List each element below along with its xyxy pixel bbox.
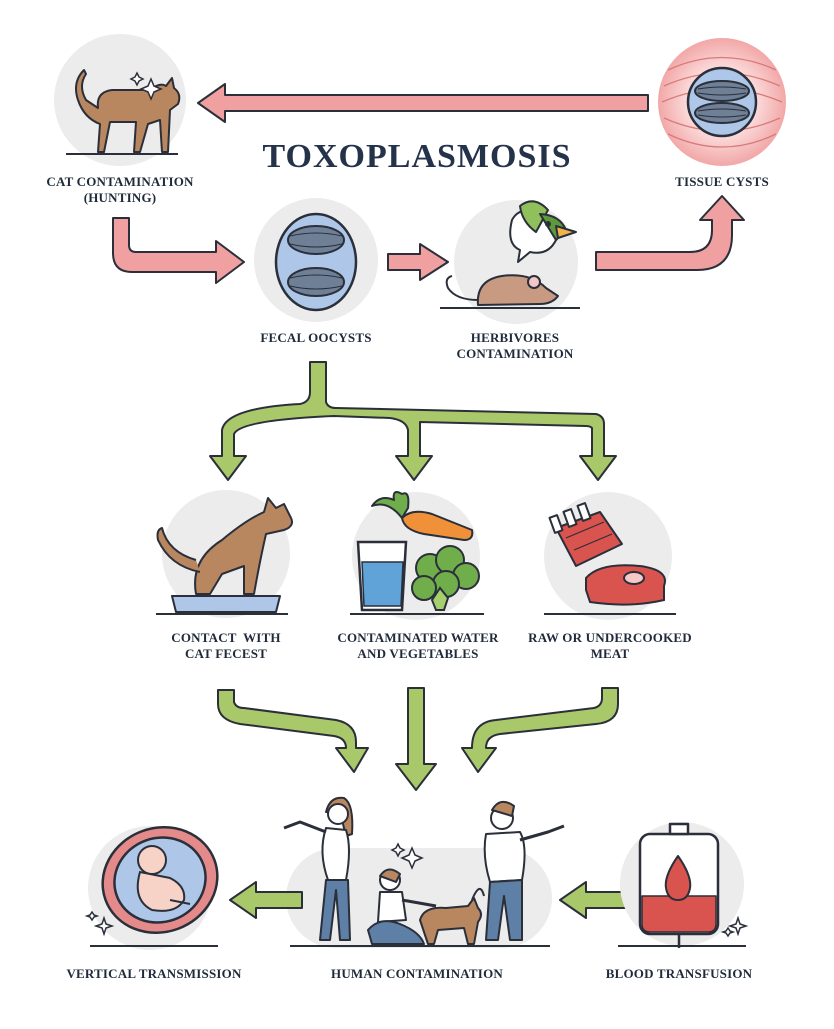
blood-bag-icon bbox=[638, 822, 720, 948]
blood-node bbox=[618, 822, 749, 948]
sparkle-icon bbox=[390, 842, 424, 870]
green-converge-arrows bbox=[217, 687, 619, 791]
label-cat-hunting: CAT CONTAMINATION (HUNTING) bbox=[46, 174, 194, 205]
label-tissue-cysts: TISSUE CYSTS bbox=[675, 174, 769, 189]
bird-icon bbox=[509, 200, 577, 263]
cyst-icon bbox=[686, 66, 758, 138]
water-veg-node bbox=[350, 491, 484, 620]
tissue-cysts-node bbox=[658, 38, 786, 166]
arrow-tissue-to-cat bbox=[197, 83, 649, 123]
green-branch-arrows bbox=[209, 361, 617, 481]
raw-meat-node bbox=[544, 492, 676, 620]
sparkle-icon bbox=[720, 915, 749, 938]
label-fecal-oocysts: FECAL OOCYSTS bbox=[260, 330, 372, 345]
fetus-icon bbox=[101, 826, 219, 934]
label-blood: BLOOD TRANSFUSION bbox=[605, 966, 753, 981]
arrow-herbivores-to-cysts bbox=[595, 195, 745, 271]
label-vertical: VERTICAL TRANSMISSION bbox=[66, 966, 242, 981]
arrow-human-to-vertical bbox=[229, 881, 303, 919]
sparkle-icon bbox=[129, 71, 163, 101]
steak-icon bbox=[544, 564, 676, 615]
carrot-icon bbox=[371, 491, 474, 541]
vertical-node bbox=[84, 826, 219, 950]
fecal-oocysts-node bbox=[254, 198, 378, 322]
label-contact-feces: CONTACT WITH CAT FECEST bbox=[171, 630, 281, 661]
page-title: TOXOPLASMOSIS bbox=[262, 138, 572, 175]
contact-feces-node bbox=[156, 490, 293, 618]
label-water-veg: CONTAMINATED WATER AND VEGETABLES bbox=[337, 630, 499, 661]
label-raw-meat: RAW OR UNDERCOOKED MEAT bbox=[528, 630, 692, 661]
herbivores-node bbox=[440, 200, 580, 324]
ribs-icon bbox=[548, 502, 623, 567]
label-herbivores: HERBIVORES CONTAMINATION bbox=[456, 330, 574, 361]
mouse-icon bbox=[440, 274, 580, 309]
arrow-oocysts-to-herbivores bbox=[387, 243, 449, 281]
label-human: HUMAN CONTAMINATION bbox=[331, 966, 503, 981]
litterbox-cat-icon bbox=[156, 497, 293, 615]
oocyst-icon bbox=[274, 212, 358, 312]
human-node bbox=[283, 796, 565, 948]
arrow-cat-to-oocysts bbox=[112, 217, 245, 284]
water-glass-icon bbox=[356, 540, 408, 612]
cat-hunting-node bbox=[54, 34, 186, 166]
sparkle-icon bbox=[84, 910, 115, 937]
arrow-blood-to-human bbox=[559, 881, 629, 919]
broccoli-icon bbox=[350, 545, 484, 615]
family-icon bbox=[283, 796, 565, 947]
